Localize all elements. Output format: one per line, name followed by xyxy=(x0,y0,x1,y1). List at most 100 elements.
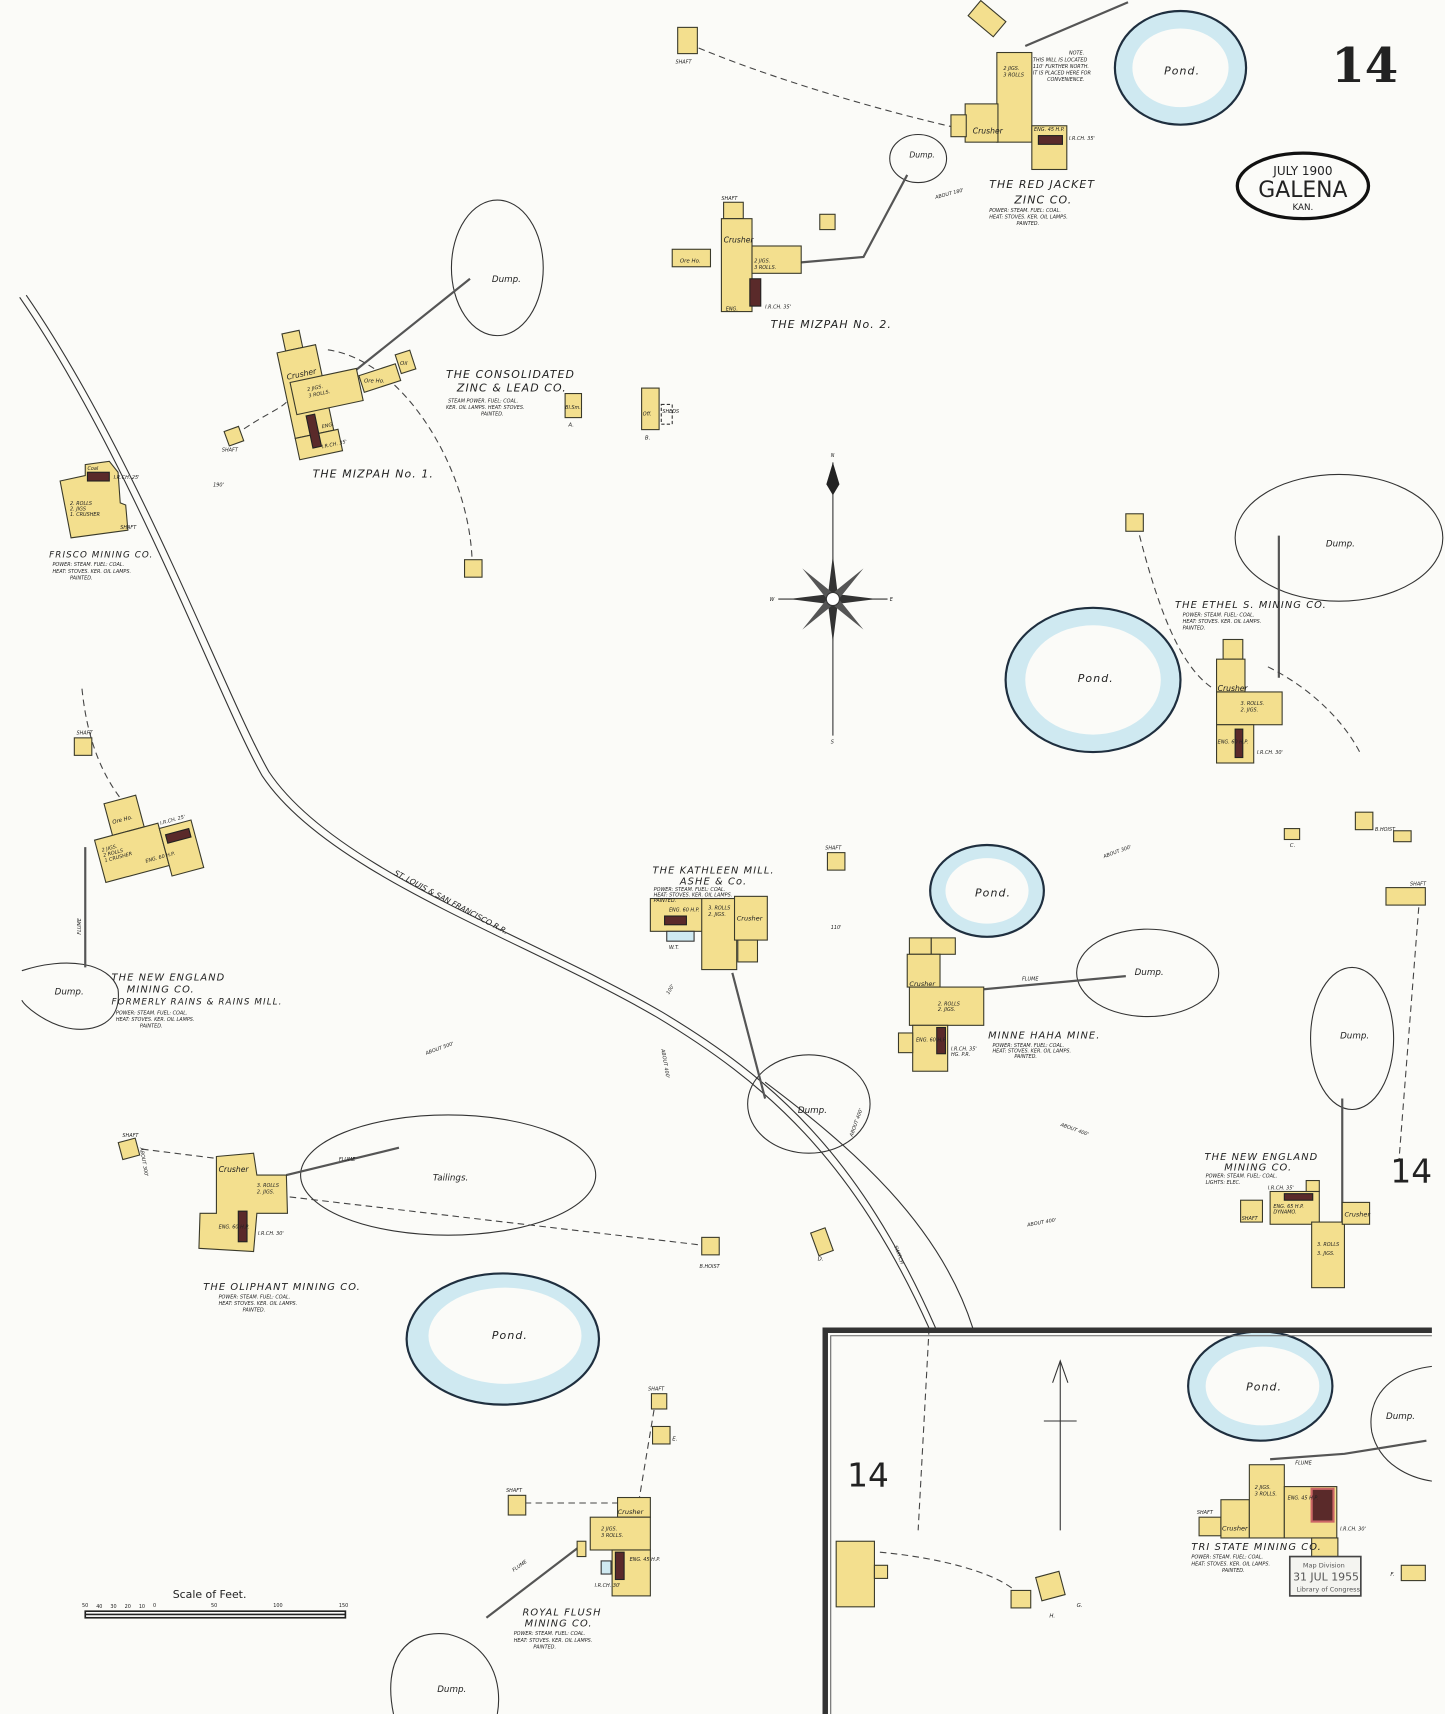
inset-sheet-number: 14 xyxy=(847,1457,889,1495)
svg-text:20: 20 xyxy=(125,1604,131,1610)
svg-text:LIGHTS: ELEC.: LIGHTS: ELEC. xyxy=(1206,1180,1241,1186)
svg-text:Dump.: Dump. xyxy=(1340,1031,1369,1041)
svg-text:ASHE & Co.: ASHE & Co. xyxy=(679,876,747,887)
svg-text:Dump.: Dump. xyxy=(909,150,934,159)
sheet-number: 14 xyxy=(1331,38,1398,94)
svg-text:PAINTED.: PAINTED. xyxy=(1014,1054,1037,1060)
svg-text:30: 30 xyxy=(110,1604,116,1610)
mizpah-no-2: Crusher Ore Ho. 2 JIGS.3 ROLLS. ENG.I.R.… xyxy=(671,196,891,331)
pond-south: Pond. xyxy=(405,1272,601,1406)
svg-text:2. ROLLS: 2. ROLLS xyxy=(938,1002,960,1008)
svg-text:HEAT: STOVES. KER. OIL LAMPS.: HEAT: STOVES. KER. OIL LAMPS. xyxy=(116,1017,195,1023)
north-arrow-icon xyxy=(1043,1359,1077,1531)
svg-text:3. ROLLS.: 3. ROLLS. xyxy=(1241,701,1265,707)
svg-text:SHEDS: SHEDS xyxy=(662,409,679,415)
svg-text:SHAFT: SHAFT xyxy=(122,1133,139,1139)
svg-text:SHAFT: SHAFT xyxy=(120,525,137,531)
svg-text:3 ROLLS: 3 ROLLS xyxy=(1003,73,1024,79)
pond-tri-state: Pond. xyxy=(1187,1330,1334,1442)
svg-text:50: 50 xyxy=(82,1603,88,1609)
svg-text:THE OLIPHANT MINING CO.: THE OLIPHANT MINING CO. xyxy=(203,1282,361,1293)
svg-text:10: 10 xyxy=(139,1604,145,1610)
svg-text:SHAFT: SHAFT xyxy=(675,59,692,65)
svg-text:2 JIGS.: 2 JIGS. xyxy=(1003,66,1019,72)
svg-text:50: 50 xyxy=(211,1603,217,1609)
svg-text:ABOUT 300': ABOUT 300' xyxy=(138,1146,149,1177)
svg-text:3. ROLLS: 3. ROLLS xyxy=(257,1183,279,1189)
svg-text:TRI STATE MINING CO.: TRI STATE MINING CO. xyxy=(1191,1542,1321,1553)
svg-text:PAINTED.: PAINTED. xyxy=(1183,626,1206,632)
mizpah-no-1: Crusher 2 JIGS.3 ROLLS. ENG.I.R.CH. 35' … xyxy=(213,329,483,578)
svg-text:I.R.CH. 25': I.R.CH. 25' xyxy=(114,475,140,481)
svg-text:SHAFT: SHAFT xyxy=(825,845,842,851)
svg-text:3. JIGS.: 3. JIGS. xyxy=(1317,1251,1335,1257)
svg-text:ENG.: ENG. xyxy=(726,306,738,312)
svg-text:Map Division: Map Division xyxy=(1303,1561,1345,1569)
svg-text:MINNE HAHA MINE.: MINNE HAHA MINE. xyxy=(988,1030,1100,1041)
svg-text:Dump.: Dump. xyxy=(55,988,84,998)
svg-text:PAINTED.: PAINTED. xyxy=(1222,1568,1245,1574)
svg-text:POWER: STEAM. FUEL: COAL.: POWER: STEAM. FUEL: COAL. xyxy=(992,1043,1064,1049)
svg-text:I.R.CH. 30': I.R.CH. 30' xyxy=(258,1231,284,1237)
scale-of-feet: Scale of Feet. 50 40 30 20 10 0 50 100 1… xyxy=(82,1588,348,1619)
svg-text:PAINTED.: PAINTED. xyxy=(533,1644,556,1650)
svg-text:I.R.CH. 35': I.R.CH. 35' xyxy=(321,439,347,450)
svg-text:PAINTED.: PAINTED. xyxy=(481,411,504,417)
pond-ethel: Pond. xyxy=(1004,606,1182,754)
svg-text:Dump.: Dump. xyxy=(492,275,521,285)
svg-text:I.R.CH. 35': I.R.CH. 35' xyxy=(765,304,791,310)
svg-text:I.R.CH. 35': I.R.CH. 35' xyxy=(951,1046,977,1052)
svg-text:POWER: STEAM. FUEL: COAL.: POWER: STEAM. FUEL: COAL. xyxy=(52,562,124,568)
svg-text:Dump.: Dump. xyxy=(1386,1412,1415,1422)
svg-text:THIS MILL IS LOCATED: THIS MILL IS LOCATED xyxy=(1033,57,1088,63)
svg-text:FORMERLY RAINS & RAINS MILL.: FORMERLY RAINS & RAINS MILL. xyxy=(111,998,282,1008)
svg-text:Scale of Feet.: Scale of Feet. xyxy=(173,1588,247,1601)
svg-text:Ore Ho.: Ore Ho. xyxy=(112,815,134,826)
svg-text:110': 110' xyxy=(831,925,842,931)
svg-text:Crusher: Crusher xyxy=(618,1508,645,1516)
svg-text:A.: A. xyxy=(567,422,574,428)
inset-map: 14 H.G. F. SHAFT Crusher 2 JIGS.3 ROLLS.… xyxy=(822,1327,1432,1714)
svg-text:D.: D. xyxy=(818,1256,824,1262)
svg-text:Crusher: Crusher xyxy=(909,980,936,988)
svg-text:Oil: Oil xyxy=(400,361,408,367)
svg-text:2. ROLLS: 2. ROLLS xyxy=(70,501,92,507)
svg-text:HEAT: STOVES. KER. OIL LAMPS.: HEAT: STOVES. KER. OIL LAMPS. xyxy=(1191,1561,1270,1567)
svg-text:3 ROLLS.: 3 ROLLS. xyxy=(601,1533,623,1539)
svg-text:STEAM POWER. FUEL: COAL.: STEAM POWER. FUEL: COAL. xyxy=(448,398,518,404)
svg-text:FLUME: FLUME xyxy=(77,917,83,934)
svg-text:POWER: STEAM. FUEL: COAL.: POWER: STEAM. FUEL: COAL. xyxy=(1183,613,1255,619)
svg-text:NOTE.: NOTE. xyxy=(1069,51,1084,57)
svg-text:2 JIGS.: 2 JIGS. xyxy=(754,258,770,264)
svg-text:C.: C. xyxy=(1290,843,1296,849)
svg-text:Dump.: Dump. xyxy=(798,1106,827,1116)
svg-text:N: N xyxy=(831,453,835,459)
svg-text:HEAT: STOVES. KER. OIL LAMPS.: HEAT: STOVES. KER. OIL LAMPS. xyxy=(654,892,733,898)
svg-text:SHAFT: SHAFT xyxy=(721,196,738,202)
svg-text:Crusher: Crusher xyxy=(737,914,764,922)
svg-text:ENG. 45 H.P.: ENG. 45 H.P. xyxy=(1034,127,1065,133)
svg-text:Pond.: Pond. xyxy=(1164,64,1200,77)
svg-text:1. CRUSHER: 1. CRUSHER xyxy=(70,512,100,518)
svg-text:FLUME: FLUME xyxy=(1295,1461,1312,1467)
svg-text:HEAT: STOVES. KER. OIL LAMPS.: HEAT: STOVES. KER. OIL LAMPS. xyxy=(992,1049,1071,1055)
tri-state-mining-co: SHAFT Crusher 2 JIGS.3 ROLLS. ENG. 45 H.… xyxy=(1191,1461,1365,1574)
pond-minne-haha: Pond. xyxy=(929,843,1045,938)
svg-text:Dump.: Dump. xyxy=(437,1685,466,1695)
svg-text:ENG.: ENG. xyxy=(321,422,334,430)
svg-text:S: S xyxy=(831,739,834,745)
svg-text:ENG. 60 H.P.: ENG. 60 H.P. xyxy=(669,908,700,914)
map-date: JULY 1900 xyxy=(1272,164,1332,178)
svg-text:POWER: STEAM. FUEL: COAL.: POWER: STEAM. FUEL: COAL. xyxy=(116,1010,188,1016)
svg-text:MINING CO.: MINING CO. xyxy=(525,1619,593,1630)
svg-text:3 ROLLS.: 3 ROLLS. xyxy=(1255,1491,1277,1497)
svg-text:2. JIGS.: 2. JIGS. xyxy=(257,1190,275,1196)
title-cartouche: JULY 1900 GALENA KAN. xyxy=(1235,151,1371,221)
svg-text:THE CONSOLIDATED: THE CONSOLIDATED xyxy=(446,368,575,381)
svg-text:Dump.: Dump. xyxy=(1135,968,1164,978)
svg-text:31 JUL 1955: 31 JUL 1955 xyxy=(1293,1571,1359,1584)
